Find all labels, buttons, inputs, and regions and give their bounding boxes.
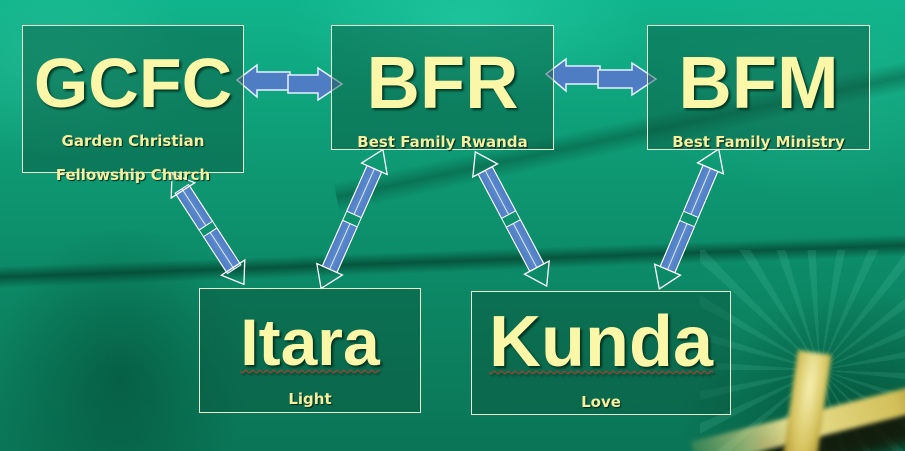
node-subtitle: Love: [581, 393, 621, 411]
arrow-bfr-kunda: [472, 150, 550, 288]
node-kunda: Kunda Love: [471, 291, 731, 415]
node-subtitle-line2: Fellowship Church: [55, 166, 211, 184]
node-title: BFR: [366, 41, 519, 124]
node-title: GCFC: [33, 44, 233, 122]
spellcheck-underlined-word: Itara: [240, 305, 380, 379]
arrow-bfm-kunda: [653, 147, 725, 291]
node-subtitle-line1: Garden Christian: [61, 132, 205, 150]
node-itara: Itara Light: [199, 288, 421, 413]
node-subtitle: Light: [288, 390, 332, 408]
node-title: BFM: [678, 41, 839, 124]
spellcheck-underlined-word: Kunda: [489, 302, 713, 382]
node-subtitle: Best Family Ministry: [672, 133, 845, 151]
node-bfm: BFM Best Family Ministry: [647, 25, 870, 151]
node-title: Itara: [200, 309, 420, 375]
node-bfr: BFR Best Family Rwanda: [331, 25, 554, 151]
arrow-bfr-bfm: [544, 57, 658, 97]
node-subtitle: Best Family Rwanda: [357, 133, 528, 151]
arrow-gcfc-itara: [170, 172, 246, 286]
arrow-gcfc-bfr: [235, 63, 344, 102]
node-title: Kunda: [472, 306, 730, 378]
arrow-bfr-itara: [315, 148, 389, 290]
node-gcfc: GCFC Garden Christian Fellowship Church: [22, 25, 244, 184]
